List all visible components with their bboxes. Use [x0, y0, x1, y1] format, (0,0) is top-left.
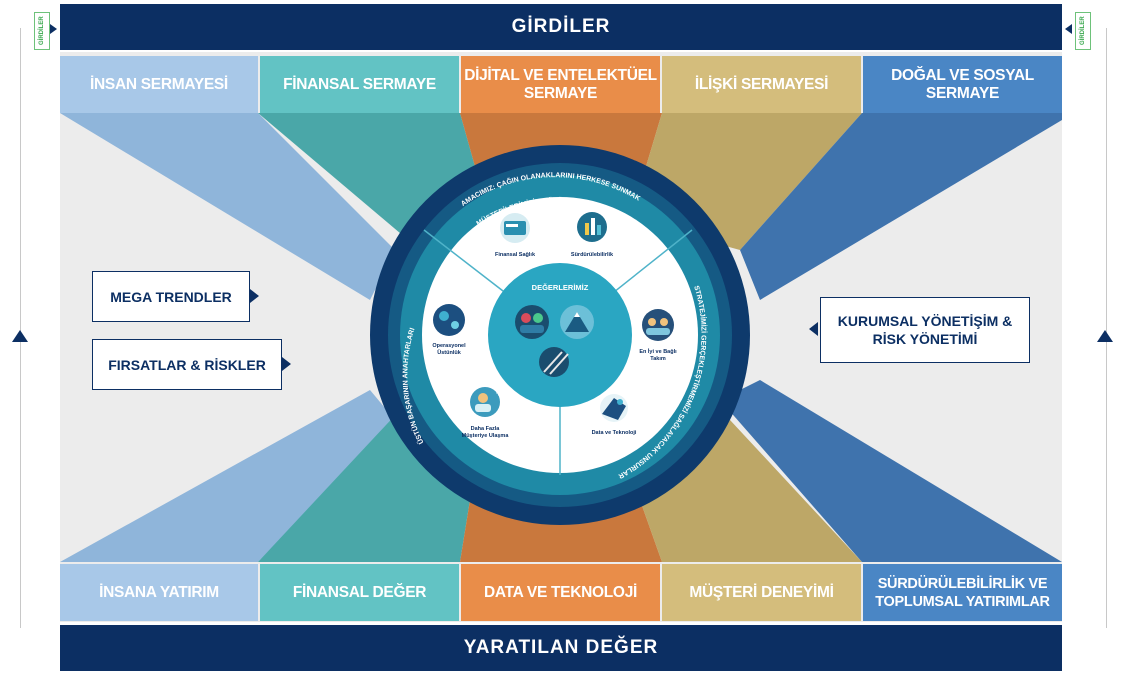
callout-mega-trends: MEGA TRENDLER: [92, 271, 250, 322]
left-up-arrow-icon: [12, 330, 28, 342]
segment-best-team-line1: En İyi ve Bağlı: [639, 348, 677, 355]
input-financial-capital: FİNANSAL SERMAYE: [260, 56, 459, 113]
customer-reach-icon: +: [470, 387, 501, 417]
side-tag-right-arrow-icon: [1065, 24, 1072, 34]
side-tag-left: GİRDİLER: [34, 12, 50, 50]
values-title: DEĞERLERİMİZ: [532, 283, 589, 292]
strategy-wheel: AMACIMIZ: ÇAĞIN OLANAKLARINI HERKESE SUN…: [370, 145, 750, 525]
ray-bottom-sustain: [720, 380, 1062, 562]
input-relationship-capital: İLİŞKİ SERMAYESİ: [662, 56, 861, 113]
output-customer-experience: MÜŞTERİ DENEYİMİ: [662, 564, 861, 621]
flow-frame: [20, 28, 1107, 628]
segment-data-technology: Data ve Teknoloji: [592, 430, 637, 436]
opportunities-risks-arrow-icon: [282, 357, 291, 371]
ray-top-human: [60, 113, 395, 300]
data-technology-icon: [600, 394, 628, 422]
values-center-circle: [488, 263, 632, 407]
input-human-capital: İNSAN SERMAYESİ: [60, 56, 258, 113]
input-natural-social-capital: DOĞAL VE SOSYAL SERMAYE: [863, 56, 1062, 113]
callout-governance-risk: KURUMSAL YÖNETİŞİM & RİSK YÖNETİMİ: [820, 297, 1030, 363]
svg-text:+: +: [496, 388, 501, 398]
operational-excellence-icon: [433, 304, 465, 336]
output-human-investment: İNSANA YATIRIM: [60, 564, 258, 621]
created-value-footer: YARATILAN DEĞER: [60, 625, 1062, 671]
mega-trends-arrow-icon: [250, 289, 259, 303]
values-ladder-icon: [539, 347, 569, 377]
segment-sustainability: Sürdürülebilirlik: [571, 252, 614, 258]
segment-operational-line2: Üstünlük: [437, 349, 461, 356]
output-data-technology: DATA VE TEKNOLOJİ: [461, 564, 660, 621]
values-people-icon: [515, 305, 549, 339]
segment-customer-reach-line2: Müşteriye Ulaşma: [462, 433, 510, 439]
segment-best-team-line2: Takım: [650, 356, 666, 362]
ray-bottom-human: [60, 390, 395, 562]
segment-financial-health: Finansal Sağlık: [495, 252, 536, 258]
right-up-arrow-icon: [1097, 330, 1113, 342]
callout-opportunities-risks: FIRSATLAR & RİSKLER: [92, 339, 282, 390]
side-tag-left-arrow-icon: [50, 24, 57, 34]
governance-risk-arrow-icon: [809, 322, 818, 336]
segment-operational-line1: Operasyonel: [432, 343, 466, 349]
segment-customer-reach-line1: Daha Fazla: [471, 426, 501, 432]
ray-top-natural: [740, 113, 1062, 300]
best-team-icon: [642, 309, 674, 341]
sustainability-icon: [577, 212, 607, 242]
financial-health-icon: [500, 213, 530, 243]
output-sustainability-social-investment: SÜRDÜRÜLEBİLİRLİK VE TOPLUMSAL YATIRIMLA…: [863, 564, 1062, 621]
inputs-header: GİRDİLER: [60, 4, 1062, 50]
output-financial-value: FİNANSAL DEĞER: [260, 564, 459, 621]
side-tag-right: GİRDİLER: [1075, 12, 1091, 50]
input-digital-intellectual-capital: DİJİTAL VE ENTELEKTÜEL SERMAYE: [461, 56, 660, 113]
values-mountain-icon: [560, 305, 594, 339]
